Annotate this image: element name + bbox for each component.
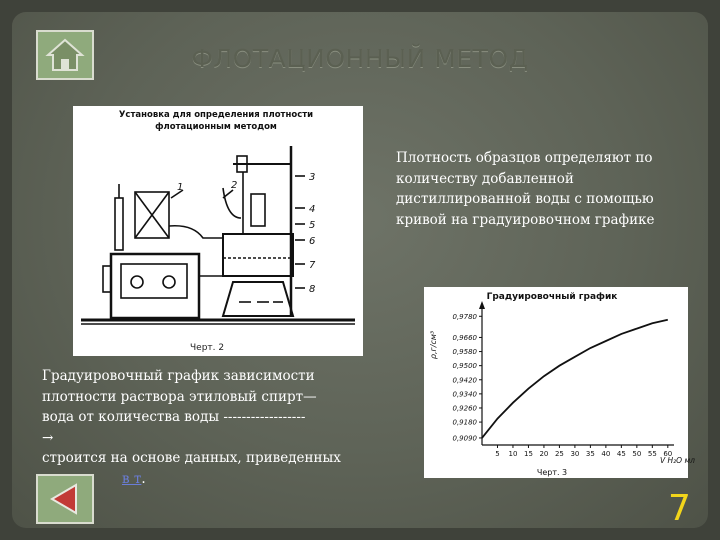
text-line: Градуировочный график зависимости <box>42 368 315 384</box>
description-text: Плотность образцов определяют по количес… <box>396 150 655 228</box>
text-line: в т. <box>42 469 392 490</box>
x-tick-label: 10 <box>509 450 518 458</box>
apparatus-figure: 1 2 3 4 5 6 7 8 <box>73 106 363 356</box>
apparatus-label: 7 <box>309 260 316 271</box>
x-tick-label: 50 <box>632 450 641 458</box>
apparatus-label: 3 <box>309 172 315 183</box>
x-tick-label: 25 <box>555 450 564 458</box>
x-tick-label: 40 <box>601 450 610 458</box>
x-tick-label: 45 <box>617 450 626 458</box>
calibration-curve <box>481 318 668 439</box>
y-tick-label: 0,9260 <box>453 404 478 412</box>
x-axis-label: V H₂O мл <box>660 456 695 465</box>
x-tick-label: 55 <box>648 450 657 458</box>
arrow-icon: → <box>42 429 54 446</box>
page-number: 7 <box>668 488 691 529</box>
left-text-block: Градуировочный график зависимости плотно… <box>42 366 392 489</box>
back-triangle-icon <box>50 483 77 515</box>
apparatus-drawing: 1 2 3 4 5 6 7 8 <box>81 146 355 325</box>
table-link[interactable]: в т <box>122 470 142 487</box>
apparatus-caption: Установка для определения плотности флот… <box>96 109 336 133</box>
apparatus-label: 6 <box>309 236 315 247</box>
apparatus-caption-line: флотационным методом <box>155 122 277 132</box>
y-tick-label: 0,9660 <box>453 334 478 342</box>
x-tick-label: 30 <box>570 450 579 458</box>
y-tick-label: 0,9090 <box>453 434 478 442</box>
x-tick-label: 15 <box>524 450 533 458</box>
y-axis-arrow <box>479 301 485 309</box>
y-tick-label: 0,9180 <box>453 419 478 427</box>
slide-title: ФЛОТАЦИОННЫЙ МЕТОД <box>191 44 529 73</box>
y-axis-label: ρ,г/см³ <box>429 331 438 359</box>
apparatus-label: 4 <box>309 204 315 215</box>
text-tail: . <box>141 470 146 487</box>
text-line: вода от количества воды ----------------… <box>42 409 306 425</box>
y-tick-label: 0,9780 <box>453 313 478 321</box>
x-tick-label: 35 <box>586 450 595 458</box>
back-button[interactable] <box>36 474 94 524</box>
apparatus-label: 5 <box>309 220 315 231</box>
text-line: плотности раствора этиловый спирт— <box>42 388 317 405</box>
chart-svg: Градуировочный график ρ,г/см³ V H₂O мл Ч… <box>429 292 695 477</box>
y-tick-label: 0,9420 <box>453 376 478 384</box>
apparatus-label: 1 <box>177 182 183 193</box>
x-tick-label: 60 <box>663 450 672 458</box>
apparatus-caption-line: Установка для определения плотности <box>118 110 314 120</box>
y-tick-label: 0,9500 <box>453 362 478 370</box>
apparatus-label: 8 <box>309 284 315 295</box>
text-line: строится на основе данных, приведенных <box>42 450 341 466</box>
y-tick-label: 0,9340 <box>453 390 478 398</box>
x-tick-label: 5 <box>495 450 499 458</box>
calibration-graph: Градуировочный график ρ,г/см³ V H₂O мл Ч… <box>424 287 695 478</box>
apparatus-chert: Черт. 2 <box>190 343 225 353</box>
chart-title: Градуировочный график <box>487 292 618 302</box>
home-button[interactable] <box>36 30 94 80</box>
x-tick-label: 20 <box>539 450 548 458</box>
chart-chert: Черт. 3 <box>537 468 567 477</box>
home-icon <box>45 38 85 71</box>
apparatus-label: 2 <box>231 180 237 191</box>
y-tick-label: 0,9580 <box>453 348 478 356</box>
